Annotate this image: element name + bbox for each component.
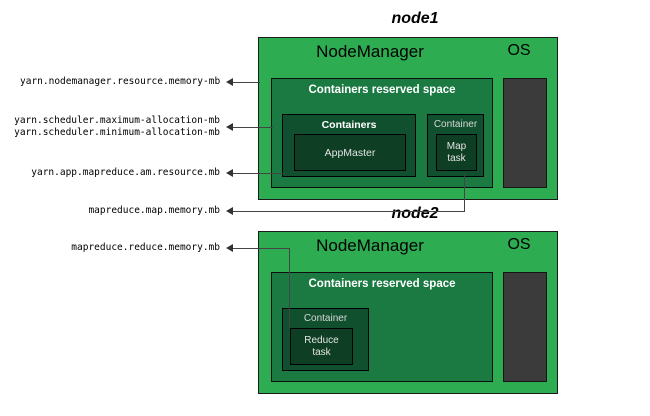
node2-reserved-label: Containers reserved space xyxy=(308,278,456,290)
node1-reserved-label: Containers reserved space xyxy=(308,84,456,96)
arrow-scheduler-allocation xyxy=(226,123,233,131)
label-nodemanager-memory: yarn.nodemanager.resource.memory-mb xyxy=(20,76,221,87)
arrow-nodemanager-memory xyxy=(226,78,233,86)
node2-os-box xyxy=(503,272,547,382)
node2-reduce-task-line2: task xyxy=(312,346,331,358)
label-scheduler-min: yarn.scheduler.minimum-allocation-mb xyxy=(14,127,220,138)
node2-os-label: OS xyxy=(507,236,531,253)
node1-os-box xyxy=(503,78,547,188)
node1-nodemanager-label: NodeManager xyxy=(316,42,424,61)
node1-containers-box: Containers AppMaster xyxy=(282,114,416,177)
node1-map-task-label: Map task xyxy=(437,141,476,165)
node2-reduce-task-label: Reduce task xyxy=(291,335,352,359)
line-reduce-memory-horizontal xyxy=(233,248,290,249)
node1-containers-label: Containers xyxy=(321,119,377,131)
label-am-resource: yarn.app.mapreduce.am.resource.mb xyxy=(31,167,220,178)
line-map-memory-horizontal xyxy=(233,211,465,212)
node2-nodemanager-label: NodeManager xyxy=(316,236,424,255)
node1-title: node1 xyxy=(391,10,439,27)
node1-map-task-line2: task xyxy=(447,152,466,164)
node1-os-label: OS xyxy=(507,42,531,59)
line-scheduler-allocation xyxy=(233,127,273,128)
node1-container-box: Container Map task xyxy=(427,114,484,177)
line-am-resource xyxy=(233,173,283,174)
node2-title: node2 xyxy=(391,205,439,222)
node2-nodemanager-box: NodeManager OS Containers reserved space… xyxy=(258,231,558,394)
node2-reduce-task-line1: Reduce xyxy=(304,334,339,346)
node1-map-task-box: Map task xyxy=(436,134,477,171)
node1-map-task-line1: Map xyxy=(446,140,467,152)
arrow-reduce-memory xyxy=(226,244,233,252)
node1-nodemanager-box: NodeManager OS Containers reserved space… xyxy=(258,37,558,200)
line-reduce-memory-vertical xyxy=(289,248,290,327)
label-reduce-memory: mapreduce.reduce.memory.mb xyxy=(71,242,220,253)
label-map-memory: mapreduce.map.memory.mb xyxy=(88,205,220,216)
node1-containers-reserved-space-box: Containers reserved space Containers App… xyxy=(271,78,493,188)
line-map-memory-vertical xyxy=(464,174,465,211)
label-scheduler-allocation: yarn.scheduler.maximum-allocation-mb yar… xyxy=(12,115,220,139)
line-nodemanager-memory xyxy=(233,82,260,83)
node1-container-label: Container xyxy=(433,119,478,130)
label-scheduler-max: yarn.scheduler.maximum-allocation-mb xyxy=(14,115,220,126)
node2-reduce-task-box: Reduce task xyxy=(290,328,353,365)
arrow-map-memory xyxy=(226,207,233,215)
arrow-am-resource xyxy=(226,169,233,177)
node1-appmaster-box: AppMaster xyxy=(294,134,406,171)
node2-container-label: Container xyxy=(303,313,348,324)
node2-container-box: Container Reduce task xyxy=(282,308,369,371)
node2-containers-reserved-space-box: Containers reserved space Container Redu… xyxy=(271,272,493,382)
node1-appmaster-label: AppMaster xyxy=(324,146,376,159)
